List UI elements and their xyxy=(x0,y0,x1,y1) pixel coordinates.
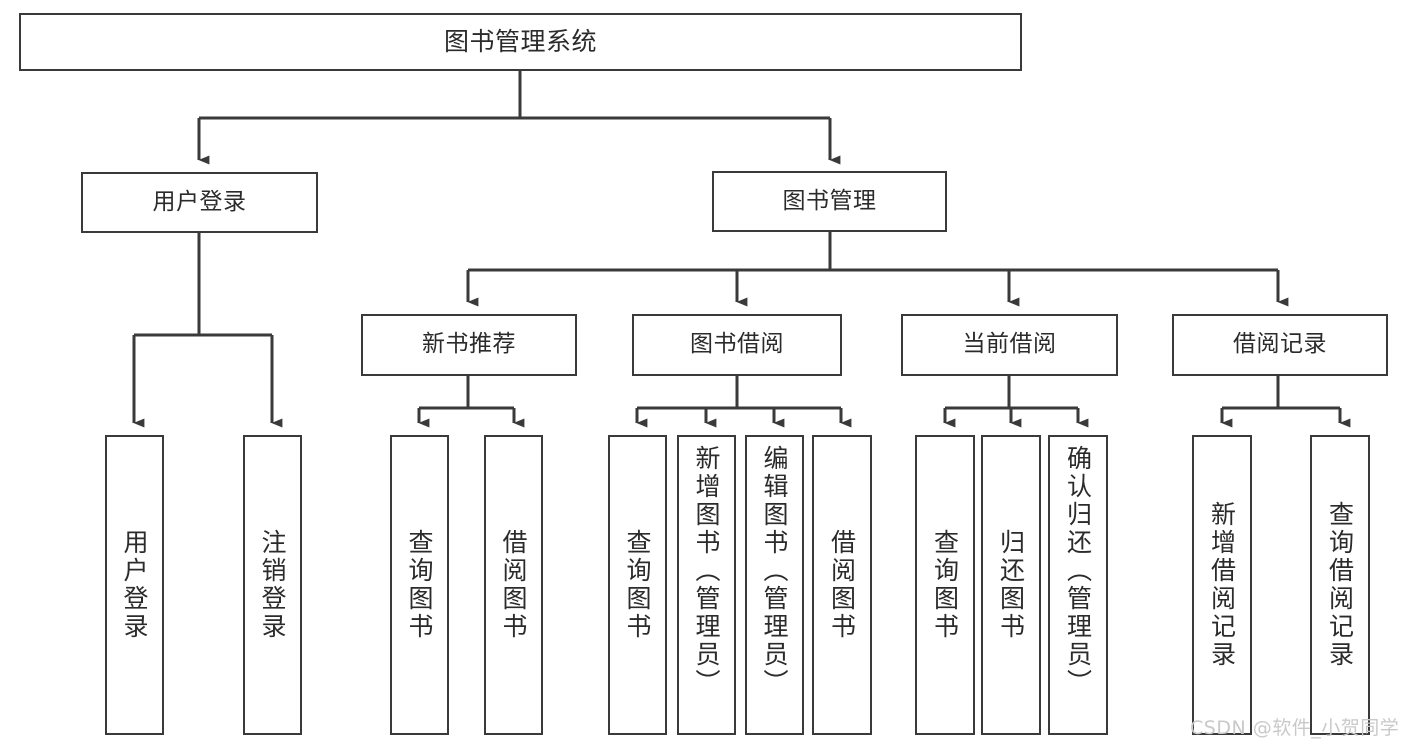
leaf-add-book-admin[interactable]: 新增图书（管理员） xyxy=(677,435,736,735)
node-label: 借阅记录 xyxy=(1233,331,1327,358)
node-label: 查询图书 xyxy=(623,529,652,641)
node-label: 查询图书 xyxy=(405,529,434,641)
node-label: 用户登录 xyxy=(120,529,149,641)
node-label: 新书推荐 xyxy=(422,331,516,358)
leaf-query-borrow-record[interactable]: 查询借阅记录 xyxy=(1310,435,1370,735)
leaf-borrow-book[interactable]: 借阅图书 xyxy=(812,435,872,735)
node-label: 用户登录 xyxy=(152,188,247,215)
leaf-borrow-book-recommend[interactable]: 借阅图书 xyxy=(484,435,543,735)
node-label: 借阅图书 xyxy=(827,529,857,641)
node-new-book-recommend[interactable]: 新书推荐 xyxy=(361,314,577,376)
node-borrow-record[interactable]: 借阅记录 xyxy=(1172,314,1388,376)
leaf-user-login[interactable]: 用户登录 xyxy=(105,435,164,735)
leaf-query-book-current[interactable]: 查询图书 xyxy=(915,435,975,735)
node-current-borrow[interactable]: 当前借阅 xyxy=(901,314,1118,376)
node-label: 图书管理 xyxy=(782,187,877,214)
node-label: 新增借阅记录 xyxy=(1207,501,1237,669)
node-user-login[interactable]: 用户登录 xyxy=(81,172,318,233)
node-label: 确认归还（管理员） xyxy=(1063,445,1093,697)
node-label: 查询借阅记录 xyxy=(1325,501,1355,669)
node-label: 图书管理系统 xyxy=(443,27,597,57)
node-label: 注销登录 xyxy=(258,529,287,641)
leaf-query-book-borrow[interactable]: 查询图书 xyxy=(608,435,667,735)
node-label: 新增图书（管理员） xyxy=(692,445,721,697)
csdn-watermark: CSDN @软件_小贺同学 xyxy=(1190,717,1400,739)
leaf-logout-login[interactable]: 注销登录 xyxy=(243,435,302,735)
node-label: 查询图书 xyxy=(930,529,960,641)
node-root-book-management-system[interactable]: 图书管理系统 xyxy=(19,13,1022,71)
leaf-confirm-return-admin[interactable]: 确认归还（管理员） xyxy=(1048,435,1108,735)
leaf-add-borrow-record[interactable]: 新增借阅记录 xyxy=(1192,435,1252,735)
node-label: 归还图书 xyxy=(996,529,1026,641)
node-book-borrow[interactable]: 图书借阅 xyxy=(632,314,842,376)
leaf-edit-book-admin[interactable]: 编辑图书（管理员） xyxy=(745,435,804,735)
leaf-return-book[interactable]: 归还图书 xyxy=(981,435,1041,735)
node-label: 借阅图书 xyxy=(499,529,528,641)
node-label: 图书借阅 xyxy=(690,331,784,358)
leaf-query-book-recommend[interactable]: 查询图书 xyxy=(390,435,449,735)
node-label: 当前借阅 xyxy=(962,331,1057,358)
node-label: 编辑图书（管理员） xyxy=(760,445,789,697)
node-book-management[interactable]: 图书管理 xyxy=(712,171,947,232)
